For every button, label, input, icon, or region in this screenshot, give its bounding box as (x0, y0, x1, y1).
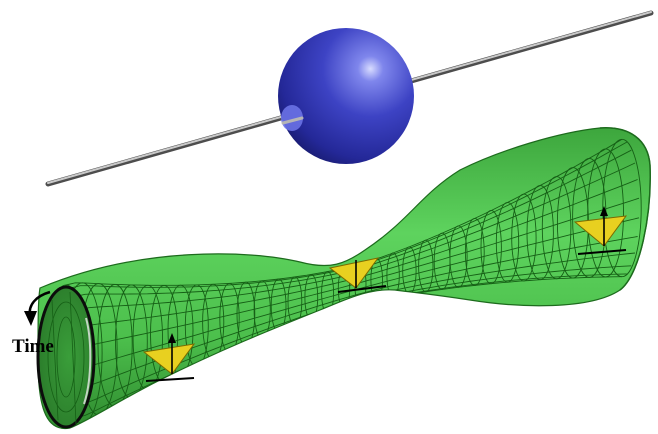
marker-left (142, 333, 196, 382)
time-label: Time (12, 336, 54, 357)
grid-line-ring (511, 193, 537, 282)
grid-line-ring (602, 138, 642, 278)
grid-line-ring (480, 210, 502, 285)
grid-line-long (83, 197, 640, 348)
mouth-grid (47, 291, 85, 425)
grid-line-ring (449, 225, 468, 288)
tube-right-rim (599, 127, 651, 291)
marker-middle (328, 257, 387, 293)
grid-line-ring (526, 185, 554, 281)
grid-line-ring (587, 148, 624, 278)
grid-line-ring (541, 176, 572, 280)
tube-left-mouth (36, 285, 96, 429)
grid-line-ring (464, 217, 485, 286)
marker-right (573, 206, 628, 255)
grid-line-ring (495, 201, 520, 283)
grid-line-ring (418, 239, 434, 293)
sphere (278, 28, 414, 164)
yellow-markers (142, 206, 628, 382)
time-arrow (24, 290, 51, 326)
